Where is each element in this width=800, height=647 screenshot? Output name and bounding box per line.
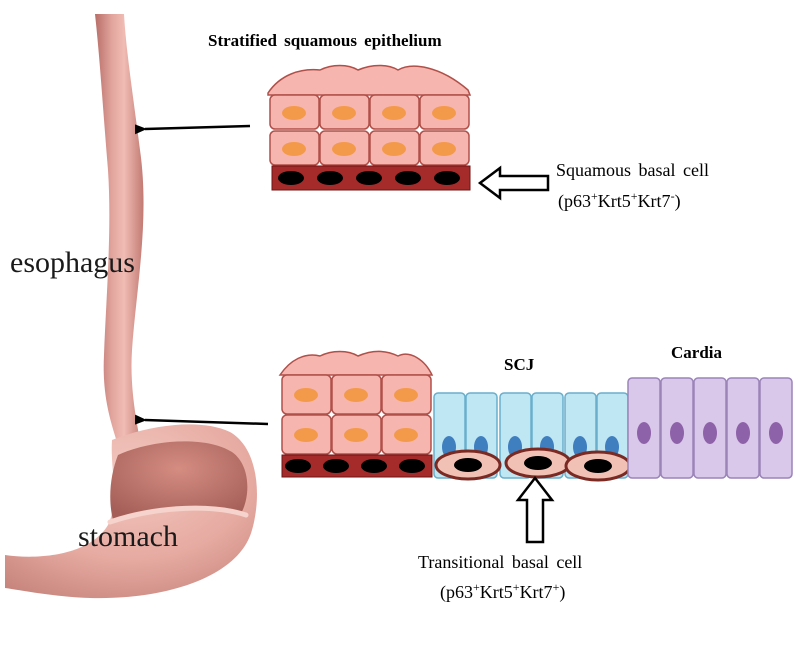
- basal-nucleus: [278, 171, 304, 185]
- transitional-basal-markers: (p63+Krt5+Krt7+): [440, 580, 565, 603]
- basal-layer-lower: [281, 454, 433, 478]
- stomach-opening: [110, 441, 248, 520]
- transitional-nucleus: [584, 459, 612, 473]
- transitional-basal-label: Transitional basal cell: [418, 552, 582, 572]
- stomach-label: stomach: [78, 520, 178, 553]
- cardia-label: Cardia: [671, 343, 723, 362]
- basal-nucleus: [395, 171, 421, 185]
- basal-nucleus: [356, 171, 382, 185]
- cell-nucleus: [332, 106, 356, 120]
- cell-nucleus: [382, 106, 406, 120]
- pointer-arrow-upper: [134, 124, 251, 135]
- cardia-nucleus: [670, 422, 684, 444]
- cell-nucleus: [344, 388, 368, 402]
- superficial-cells-lower: [278, 350, 434, 376]
- cell-nucleus: [432, 106, 456, 120]
- squamous-basal-markers: (p63+Krt5+Krt7-): [558, 189, 681, 212]
- hollow-arrow-up-icon: [515, 475, 555, 544]
- pointer-arrow-lower: [134, 414, 269, 426]
- cardia-nucleus: [769, 422, 783, 444]
- basal-nucleus: [361, 459, 387, 473]
- cell-nucleus: [282, 142, 306, 156]
- cell-nucleus: [332, 142, 356, 156]
- lower-epithelium: [278, 350, 793, 482]
- cell-nucleus: [394, 428, 418, 442]
- cell-nucleus: [294, 428, 318, 442]
- basal-nucleus: [323, 459, 349, 473]
- basal-nucleus: [399, 459, 425, 473]
- stomach-rim: [107, 505, 249, 525]
- basal-nucleus: [285, 459, 311, 473]
- cardia-nucleus: [736, 422, 750, 444]
- esophagus-tube: [95, 14, 144, 445]
- cell-nucleus: [382, 142, 406, 156]
- basal-nucleus: [317, 171, 343, 185]
- superficial-cells-upper: [267, 64, 472, 96]
- transitional-nucleus: [454, 458, 482, 472]
- upper-squamous-epithelium: [267, 64, 472, 191]
- diagram-title: Stratified squamous epithelium: [208, 31, 442, 50]
- hollow-arrow-left-icon: [477, 165, 550, 201]
- cardia-nucleus: [637, 422, 651, 444]
- cell-nucleus: [294, 388, 318, 402]
- cell-nucleus: [282, 106, 306, 120]
- cell-nucleus: [432, 142, 456, 156]
- esophagus-stomach-illustration: [5, 14, 257, 599]
- basal-nucleus: [434, 171, 460, 185]
- scj-label: SCJ: [504, 355, 535, 374]
- squamous-basal-label: Squamous basal cell: [556, 160, 709, 180]
- esophagus-label: esophagus: [10, 246, 135, 279]
- cardia-nucleus: [703, 422, 717, 444]
- transitional-nucleus: [524, 456, 552, 470]
- cell-nucleus: [394, 388, 418, 402]
- cell-nucleus: [344, 428, 368, 442]
